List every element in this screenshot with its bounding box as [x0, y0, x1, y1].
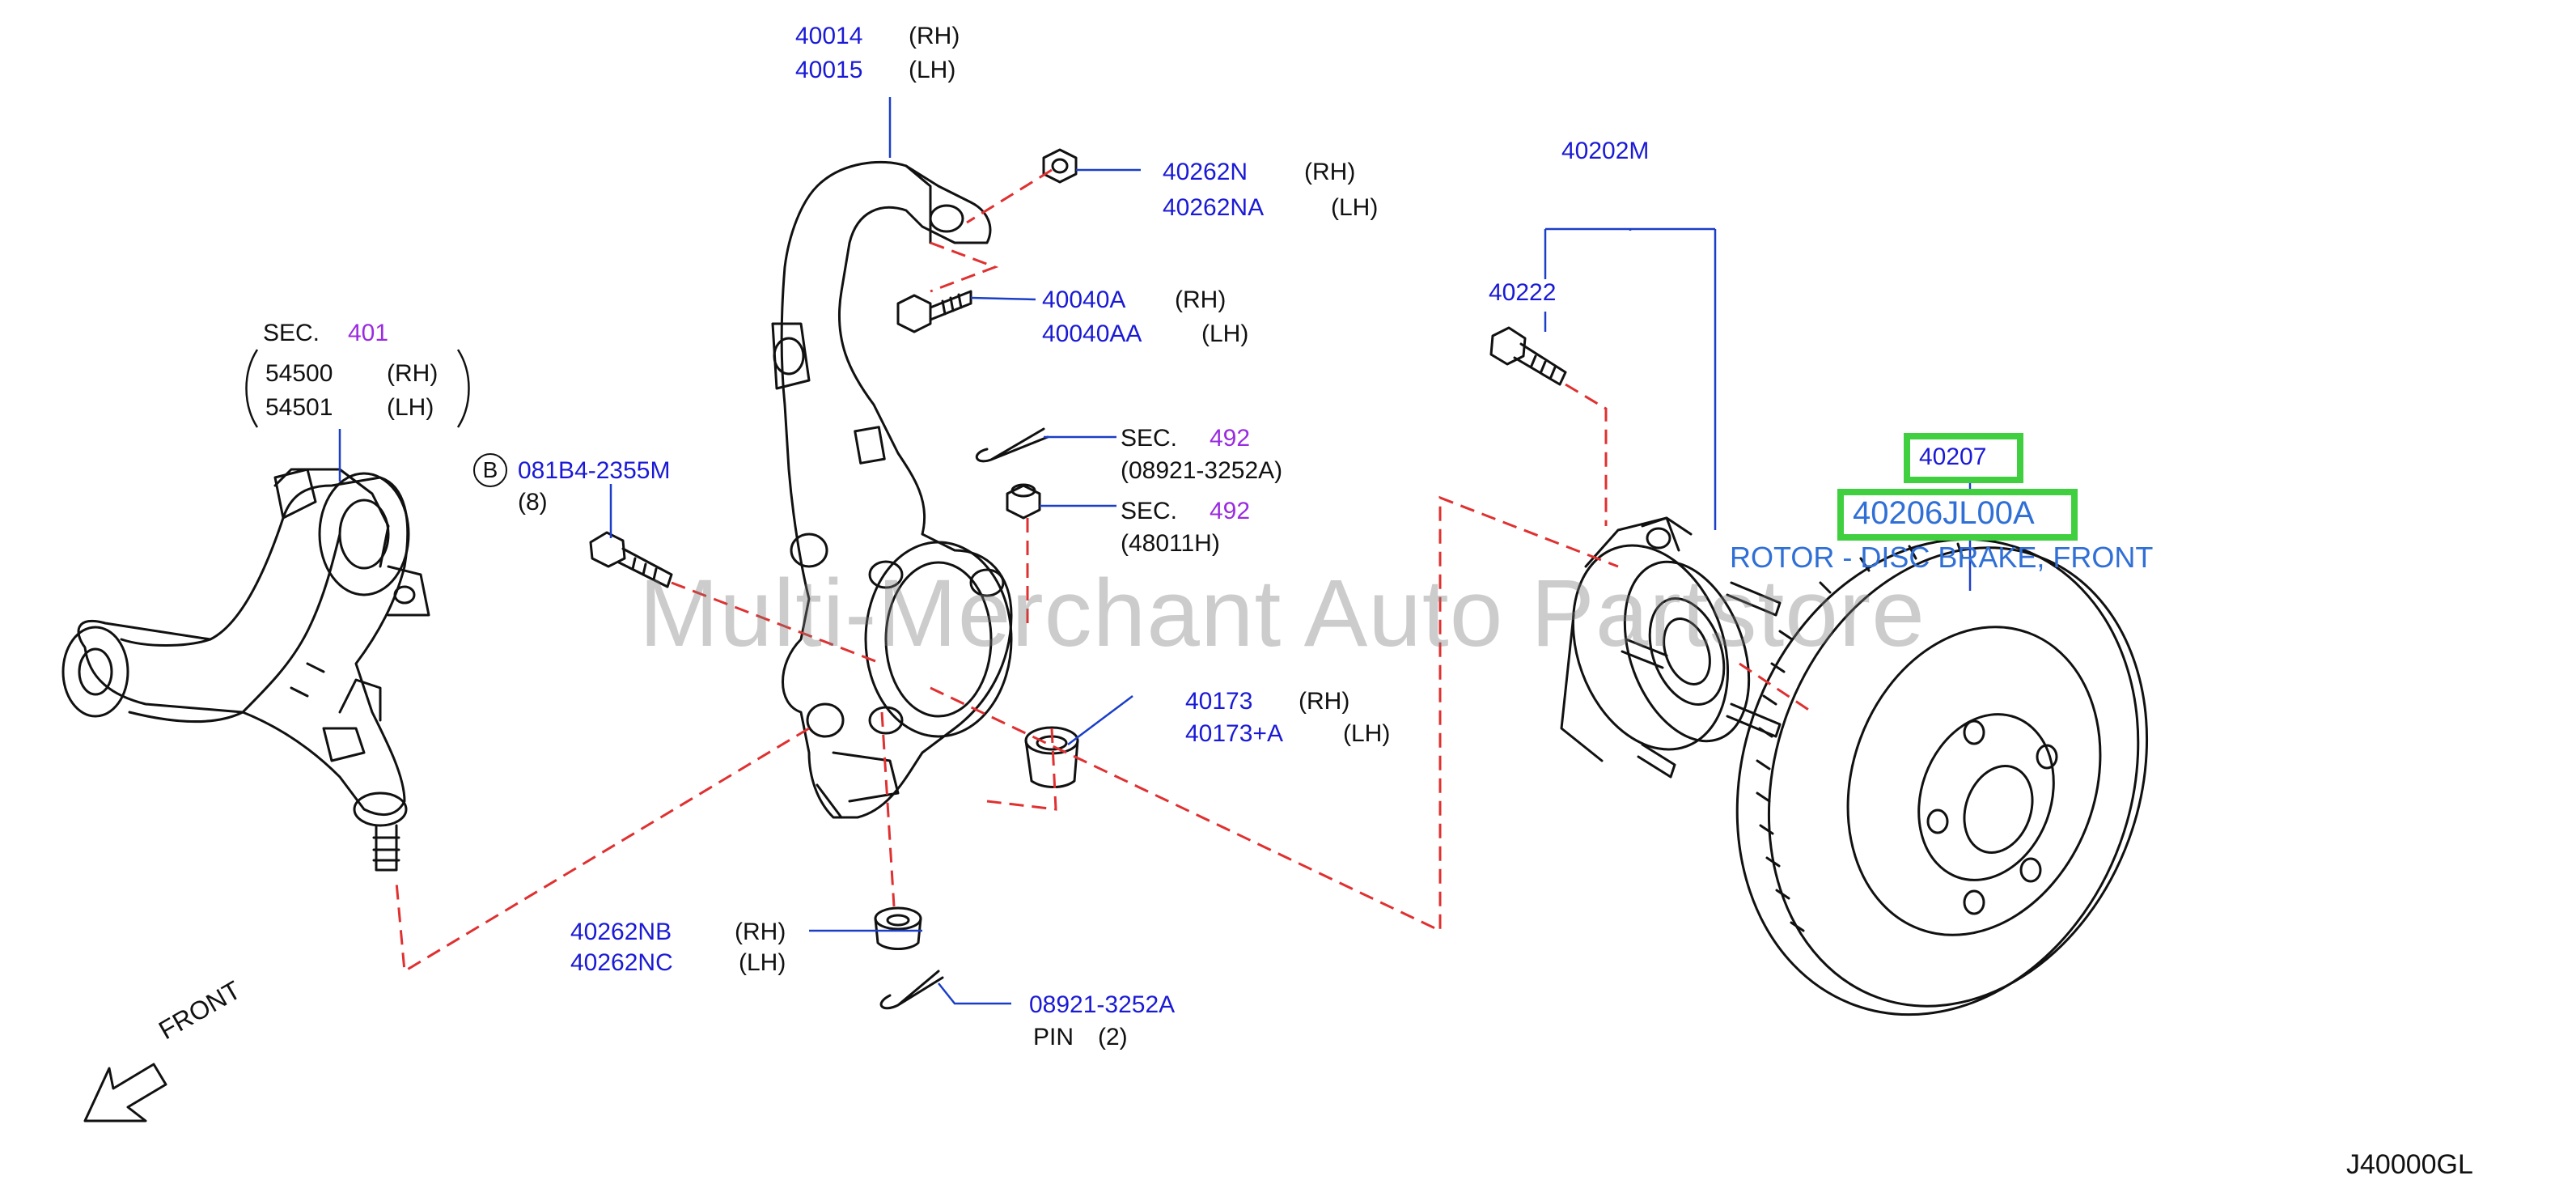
- side-rh: (RH): [1299, 688, 1350, 715]
- quantity-label: (2): [1098, 1024, 1128, 1050]
- section-part-ref: (48011H): [1121, 530, 1220, 557]
- part-number-40206jl00a[interactable]: 40206JL00A: [1853, 495, 2035, 531]
- side-lh: (LH): [387, 394, 434, 421]
- side-lh: (LH): [909, 57, 956, 83]
- part-number-40207[interactable]: 40207: [1919, 443, 1987, 470]
- part-description: ROTOR - DISC BRAKE, FRONT: [1730, 541, 2154, 574]
- part-number-40173[interactable]: 40173: [1185, 688, 1253, 715]
- part-number-08921-3252a[interactable]: 08921-3252A: [1029, 991, 1176, 1018]
- side-lh: (LH): [1343, 720, 1391, 747]
- part-number-54500[interactable]: 54500: [265, 360, 333, 387]
- side-rh: (RH): [387, 360, 439, 387]
- cotter-pin-bottom: [879, 970, 944, 1010]
- hub-stud-40222: [1489, 326, 1567, 386]
- section-part-ref: (08921-3252A): [1121, 457, 1283, 484]
- section-number-492[interactable]: 492: [1210, 498, 1251, 524]
- part-number-40014[interactable]: 40014: [795, 23, 863, 49]
- lower-control-arm: [61, 468, 430, 872]
- highlight-box-40207[interactable]: [1904, 433, 2023, 483]
- nut-40262nb: [874, 906, 922, 950]
- bracket-group: [245, 349, 470, 428]
- pin-label: PIN: [1033, 1024, 1074, 1050]
- part-number-40040aa[interactable]: 40040AA: [1042, 320, 1142, 347]
- part-number-40015[interactable]: 40015: [795, 57, 863, 83]
- side-rh: (RH): [1175, 286, 1227, 313]
- part-number-54501[interactable]: 54501: [265, 394, 333, 421]
- cotter-pin-top: [976, 427, 1049, 463]
- section-prefix: SEC.: [1121, 498, 1178, 524]
- part-number-40262nb[interactable]: 40262NB: [570, 919, 672, 945]
- part-number-081b4-2355m[interactable]: 081B4-2355M: [518, 457, 671, 484]
- side-lh: (LH): [1201, 320, 1249, 347]
- section-prefix: SEC.: [1121, 425, 1178, 452]
- bolt-40040a: [896, 290, 972, 333]
- part-number-40222[interactable]: 40222: [1489, 279, 1557, 306]
- section-number-492[interactable]: 492: [1210, 425, 1251, 452]
- steering-knuckle: [771, 160, 1013, 819]
- part-number-40202m[interactable]: 40202M: [1561, 138, 1650, 164]
- nut-48011h: [1006, 483, 1041, 520]
- reference-mark-b: B: [473, 453, 507, 487]
- highlight-box-40206jl00a[interactable]: [1837, 489, 2078, 541]
- nut-40262n: [1042, 148, 1078, 184]
- part-number-40173-a[interactable]: 40173+A: [1185, 720, 1283, 747]
- section-prefix: SEC.: [263, 320, 320, 346]
- side-rh: (RH): [735, 919, 786, 945]
- part-number-40040a[interactable]: 40040A: [1042, 286, 1126, 313]
- bolt-081b4: [589, 531, 673, 588]
- diagram-code: J40000GL: [2346, 1149, 2473, 1180]
- quantity-label: (8): [518, 489, 548, 516]
- side-rh: (RH): [1304, 159, 1356, 185]
- watermark-text: Multi-Merchant Auto Partstore: [639, 560, 1926, 667]
- part-number-40262n[interactable]: 40262N: [1163, 159, 1248, 185]
- part-number-40262nc[interactable]: 40262NC: [570, 949, 673, 976]
- side-lh: (LH): [1331, 194, 1379, 221]
- part-number-40262na[interactable]: 40262NA: [1163, 194, 1265, 221]
- side-lh: (LH): [739, 949, 786, 976]
- brake-rotor: [1735, 537, 2149, 1016]
- side-rh: (RH): [909, 23, 960, 49]
- front-arrow: [83, 1063, 167, 1122]
- section-number-401[interactable]: 401: [348, 320, 389, 346]
